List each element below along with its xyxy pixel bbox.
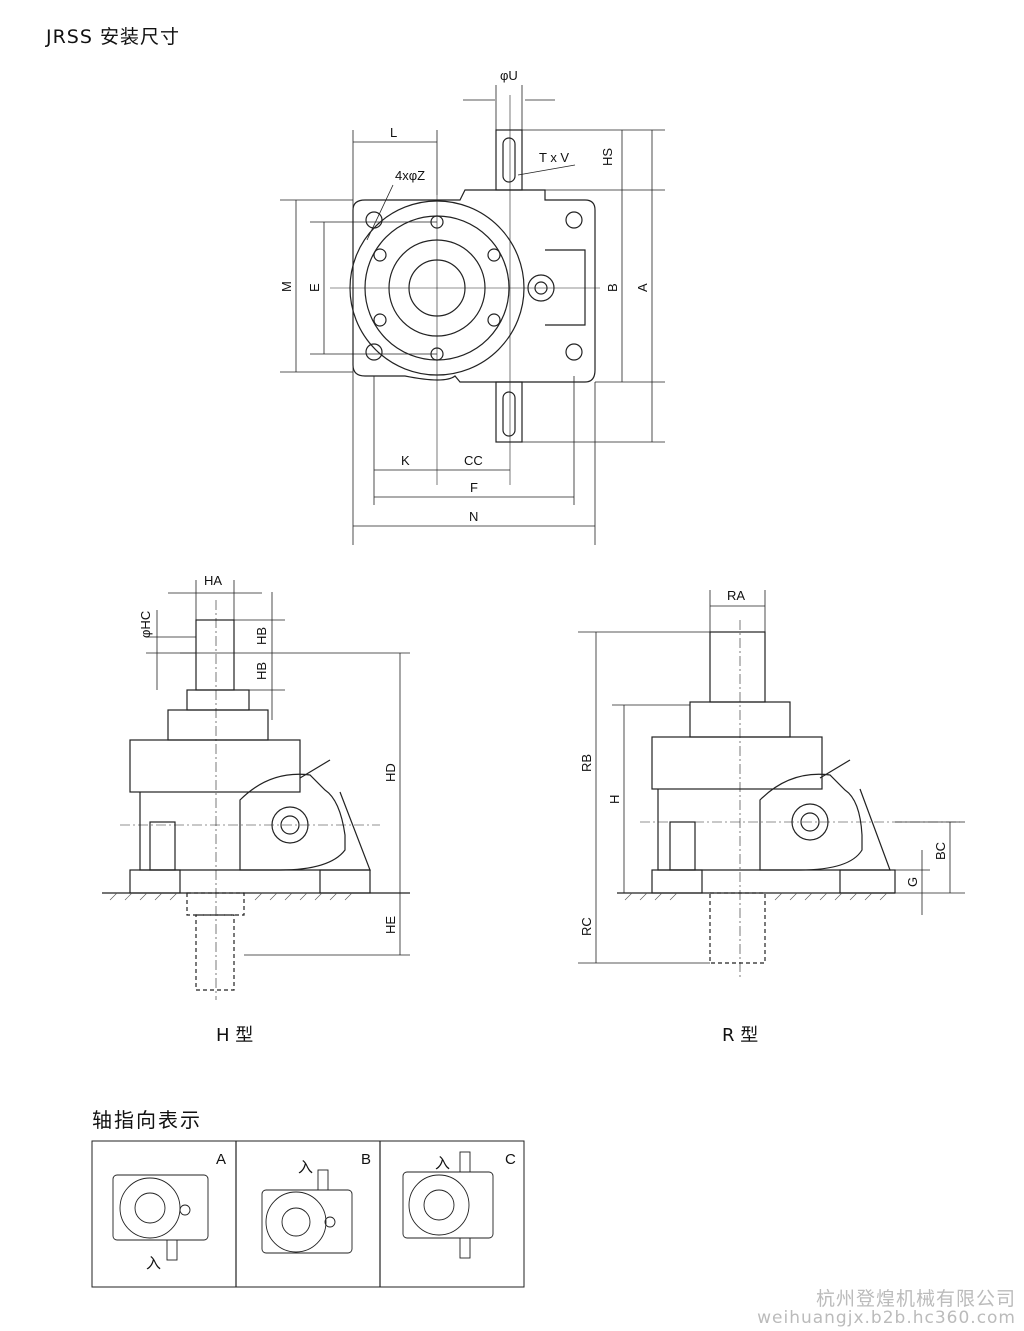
top-view-labels: φU T x V L 4xφZ HS M E B A K CC F N (279, 68, 650, 524)
dim-bc-label: BC (933, 842, 948, 860)
dim-h-label: H (607, 795, 622, 804)
panel-b-letter: B (361, 1151, 371, 1168)
dim-f-label: F (470, 480, 478, 495)
shaft-panel-labels: A 入 B 入 C 入 (146, 1151, 516, 1272)
panel-c-letter: C (505, 1151, 516, 1168)
dim-hs-label: HS (600, 148, 615, 166)
page-title: JRSS 安装尺寸 (46, 26, 180, 48)
r-type-dimension-lines (578, 590, 965, 964)
watermark-company: 杭州登煌机械有限公司 (815, 1288, 1016, 1310)
panel-b-input-label: 入 (298, 1159, 313, 1176)
dim-u-label: φU (500, 68, 518, 83)
h-type-caption: H 型 (216, 1025, 254, 1046)
ground-hatching (109, 892, 888, 901)
dim-b-label: B (605, 283, 620, 292)
r-type-caption: R 型 (722, 1025, 759, 1046)
dim-hd-label: HD (383, 763, 398, 782)
shaft-panel-a-drawing (112, 1174, 209, 1261)
shaft-panels-frame (91, 1140, 525, 1288)
dim-hb1-label: HB (254, 627, 269, 645)
shaft-panel-c-drawing (402, 1151, 494, 1259)
dim-ra-label: RA (727, 588, 745, 603)
dim-g-label: G (905, 877, 920, 887)
h-type-dimension-lines (146, 580, 410, 956)
panel-a-input-label: 入 (146, 1255, 161, 1272)
dim-txv-label: T x V (539, 150, 569, 165)
panel-c-input-label: 入 (435, 1155, 450, 1172)
panel-a-letter: A (216, 1151, 226, 1168)
dim-rc-label: RC (579, 917, 594, 936)
h-type-drawing (102, 600, 410, 1000)
shaft-panel-b-drawing (261, 1169, 353, 1254)
dim-ha-label: HA (204, 573, 222, 588)
dim-rb-label: RB (579, 754, 594, 772)
dim-he-label: HE (383, 916, 398, 934)
dim-hc-label: φHC (138, 611, 153, 638)
top-view-drawing (330, 95, 600, 485)
r-type-drawing (617, 620, 960, 980)
dim-a-label: A (635, 283, 650, 292)
r-type-labels: RA RB H RC BC G (579, 588, 948, 936)
dim-m-label: M (279, 281, 294, 292)
dim-k-label: K (401, 453, 410, 468)
h-type-labels: HA φHC HB HB HD HE (138, 573, 398, 934)
dim-e-label: E (307, 283, 322, 292)
watermark-site: weihuangjx.b2b.hc360.com (757, 1308, 1016, 1328)
dim-cc-label: CC (464, 453, 483, 468)
dim-l-label: L (390, 125, 397, 140)
dim-n-label: N (469, 509, 478, 524)
dim-z-label: 4xφZ (395, 168, 425, 183)
shaft-section-title: 轴指向表示 (92, 1108, 202, 1132)
dim-hb2-label: HB (254, 662, 269, 680)
top-view-dimension-lines (280, 85, 665, 545)
